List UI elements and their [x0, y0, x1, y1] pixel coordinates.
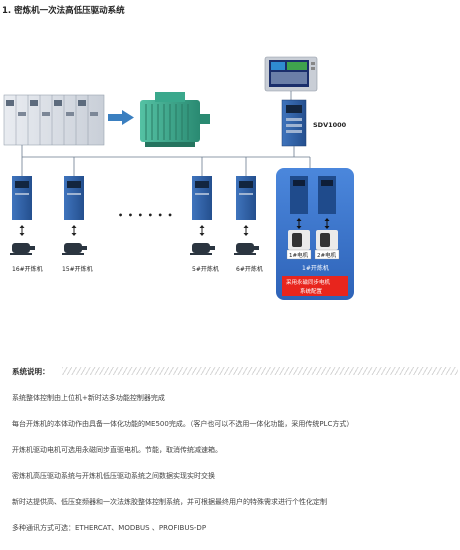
description-line-4: 密炼机高压驱动系统与开炼机低压驱动系统之间数据实现实时交换: [12, 472, 215, 480]
description-line-1: 系统整体控制由上位机+新时达多功能控制器完成: [12, 394, 165, 402]
hmi-screen: [264, 56, 318, 92]
lv-inverter-1: [12, 176, 32, 220]
page-title: 1. 密炼机一次法高低压驱动系统: [2, 6, 125, 16]
panel-motor-label-2: 2#电机: [317, 251, 337, 259]
section-heading: 系统说明：: [12, 367, 50, 376]
panel-mixer-label: 1#开炼机: [302, 264, 329, 272]
motor-label-5: 5#开炼机: [192, 265, 219, 273]
lv-inverter-3: [192, 176, 212, 220]
panel-motor-label-1: 1#电机: [289, 251, 309, 259]
sdv1000-label: SDV1000: [313, 121, 347, 129]
hv-motor: [140, 92, 210, 147]
motor-label-6: 6#开炼机: [236, 265, 263, 273]
description-line-6: 多种通讯方式可选：ETHERCAT、MODBUS 、PROFIBUS-DP: [12, 524, 207, 532]
hv-cabinet-row: [3, 94, 105, 146]
communication-bus: [21, 145, 311, 176]
integrated-drive-panel: [276, 168, 354, 300]
description-line-2: 每台开炼机的本体动作由具备一体化功能的ME500完成。（客户也可以不选用一体化功…: [12, 420, 354, 428]
lv-inverter-2: [64, 176, 84, 220]
system-diagram: SDV1000 • • • • • •: [3, 56, 354, 300]
heading-hatch-divider: [62, 367, 458, 375]
arrow-right-icon: [108, 110, 134, 125]
lv-inverter-4: [236, 176, 256, 220]
sdv1000-controller: [281, 99, 307, 147]
description-line-5: 新时达提供高、低压变频器和一次法炼胶整体控制系统，并可根据最终用户的特殊需求进行…: [12, 498, 327, 506]
red-box-text-2: 系统配置: [300, 287, 323, 295]
motor-label-15: 15#开炼机: [62, 265, 93, 273]
double-arrow-icons: [19, 225, 249, 236]
motor-label-16: 16#开炼机: [12, 265, 43, 273]
motor-icons: [10, 243, 259, 255]
red-box-text-1: 采用永磁同步电机: [286, 278, 331, 286]
ellipsis: • • • • • •: [118, 211, 174, 220]
description-line-3: 开炼机驱动电机可选用永磁同步直驱电机。节能，取消传统减速箱。: [12, 446, 222, 454]
